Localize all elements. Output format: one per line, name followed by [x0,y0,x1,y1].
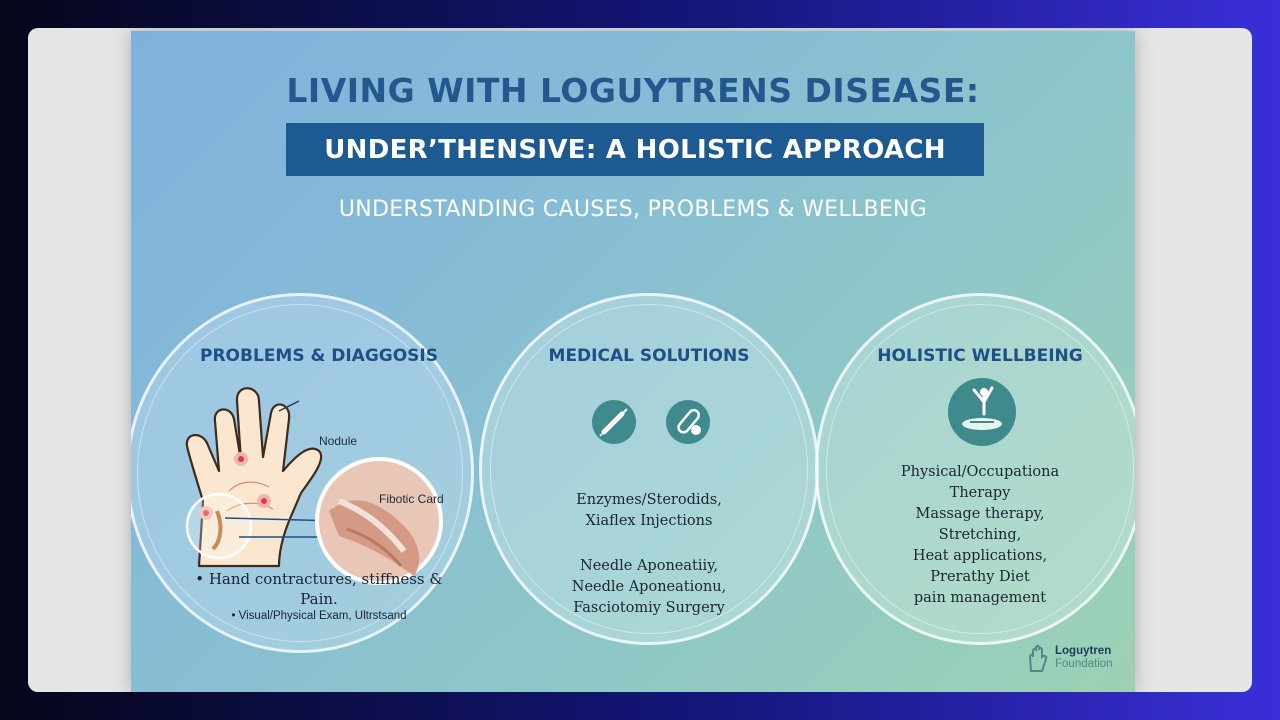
poster-title: LIVING WITH LOGUYTRENS DISEASE: [286,71,980,110]
circle-ring [137,304,463,642]
section-holistic-wellbeing: HOLISTIC WELLBEING Physical/Occupationa … [815,293,1135,645]
circle-ring [490,304,808,634]
bullet-contractures: • Hand contractures, stiffness & Pain. [195,570,443,608]
syringe-icon [592,400,636,444]
foundation-logo: Loguytren Foundation [1025,643,1113,673]
poster: LIVING WITH LOGUYTRENS DISEASE: UNDER’TH… [131,31,1135,692]
viewer-frame: LIVING WITH LOGUYTRENS DISEASE: UNDER’TH… [28,28,1252,692]
section-title: HOLISTIC WELLBEING [877,346,1083,366]
section-medical-solutions: MEDICAL SOLUTIONS Enzymes/Sterodids, Xia… [479,293,819,645]
pill-icon [666,400,710,444]
hand-illustration-icon [185,387,443,585]
yoga-figure-icon [948,378,1016,446]
wellbeing-list: Physical/Occupationa Therapy Massage the… [900,464,1060,606]
section-title: MEDICAL SOLUTIONS [548,346,750,366]
fibrotic-label: Fibotic Card [379,492,444,506]
section-title: PROBLEMS & DIAGGOSIS [200,346,438,366]
section-problems-diagnosis: PROBLEMS & DIAGGOSIS Nodule Fib [131,293,474,653]
medication-text: Enzymes/Sterodids, Xiaflex Injections [576,492,722,529]
logo-line2: Foundation [1055,658,1113,670]
procedure-text: Needle Aponeatiiy, Needle Aponeationu, F… [571,558,727,616]
banner-text: UNDER’THENSIVE: A HOLISTIC APPROACH [324,134,946,165]
logo-line1: Loguytren [1055,645,1112,657]
hand-logo-icon [1028,644,1048,672]
poster-banner: UNDER’THENSIVE: A HOLISTIC APPROACH [286,123,984,176]
poster-subtitle: UNDERSTANDING CAUSES, PROBLEMS & WELLBEN… [338,197,928,222]
nodule-label: Nodule [319,434,358,448]
bullet-exam: • Visual/Physical Exam, Ultrstsand [231,610,407,622]
circle-ring [826,304,1134,634]
